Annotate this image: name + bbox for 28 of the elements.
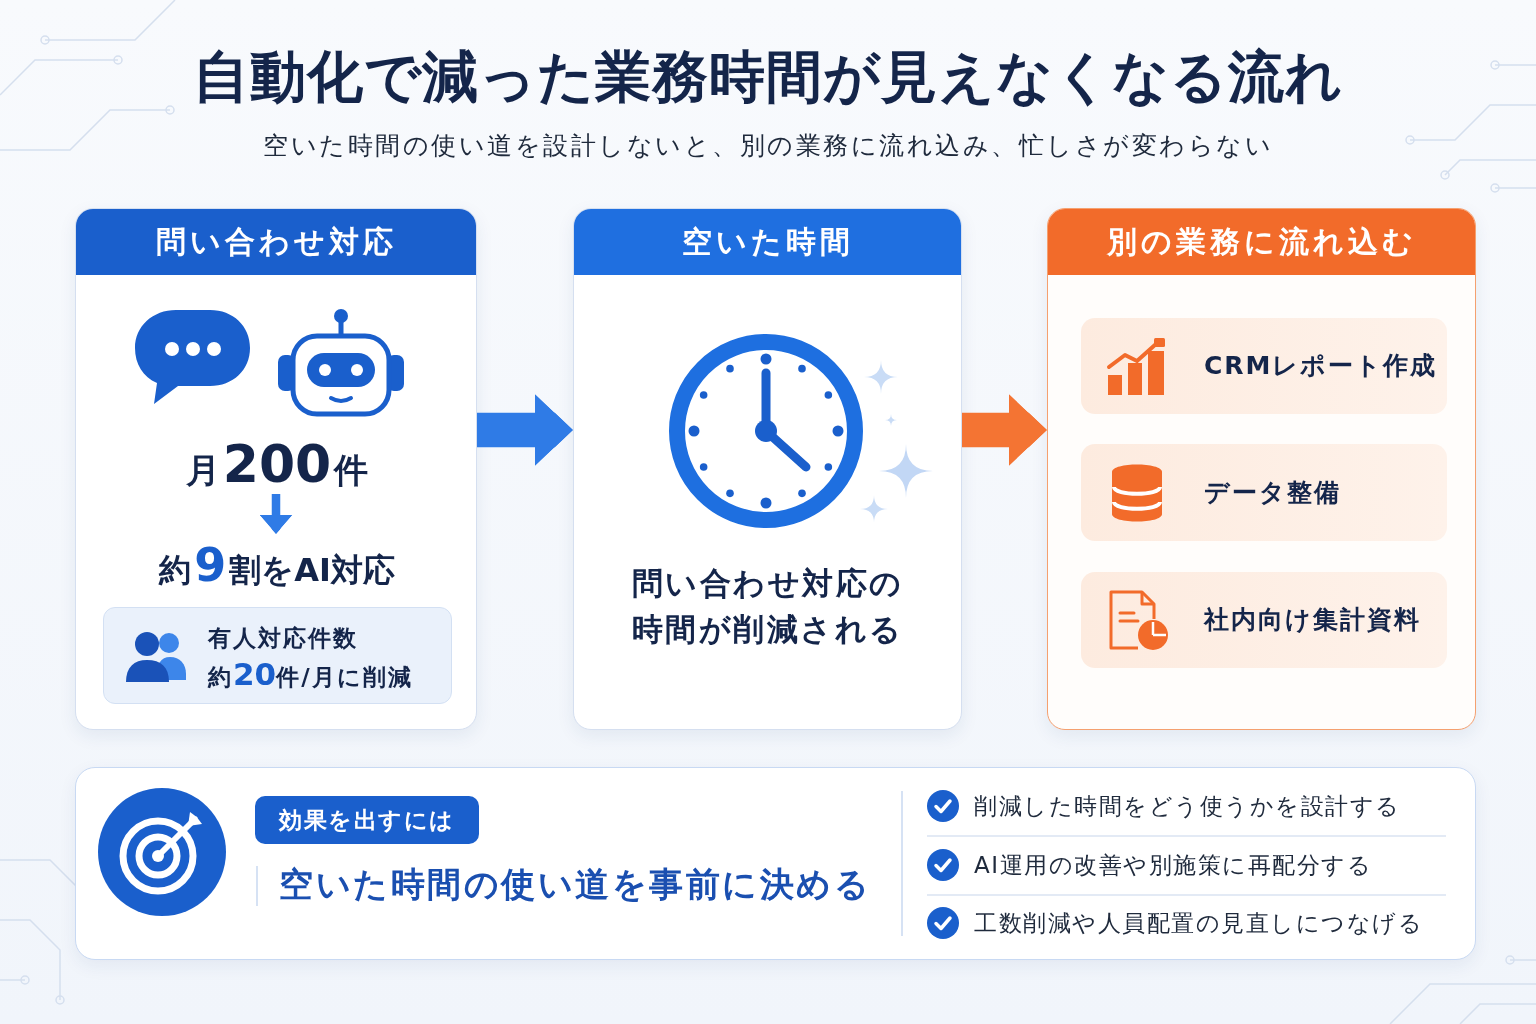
task-card [1081,572,1447,668]
stat-card [103,607,452,704]
summary-panel [75,767,1476,960]
checklist-text: 工数削減や人員配置の見直しにつなげる [974,909,1423,938]
title: 自動化で減った業務時間が見えなくなる流れ [193,43,1343,111]
task-text: データ整備 [1204,476,1341,509]
block-arrow [477,394,573,466]
ratio-text: 約9割をAI対応 [159,535,395,595]
panel-header: 問い合わせ対応 [76,209,476,275]
panel-card [1047,208,1476,730]
stat-text: 有人対応件数 [208,624,358,653]
subtitle: 空いた時間の使い道を設計しないと、別の業務に流れ込み、忙しさが変わらない [263,130,1273,162]
body-text: 問い合わせ対応の時間が削減される [630,564,905,649]
checklist-text: 削減した時間をどう使うかを設計する [974,792,1401,821]
task-text: 社内向け集計資料 [1204,604,1421,636]
checklist-text: AI運用の改善や別施策に再配分する [974,851,1373,880]
panel-header: 別の業務に流れ込む [1048,209,1475,275]
block-arrow [962,394,1047,466]
arrow [259,494,293,534]
task-card [1081,318,1447,414]
task-card [1081,444,1447,541]
panel-card [573,208,962,730]
panel-card [75,208,477,730]
stat-text: 約20件/月に削減 [208,657,413,694]
task-text: CRMレポート作成 [1204,350,1438,382]
panel-header: 空いた時間 [574,209,961,275]
heading-tag: 効果を出すには [255,796,479,844]
headline-text: 空いた時間の使い道を事前に決める [279,863,871,906]
